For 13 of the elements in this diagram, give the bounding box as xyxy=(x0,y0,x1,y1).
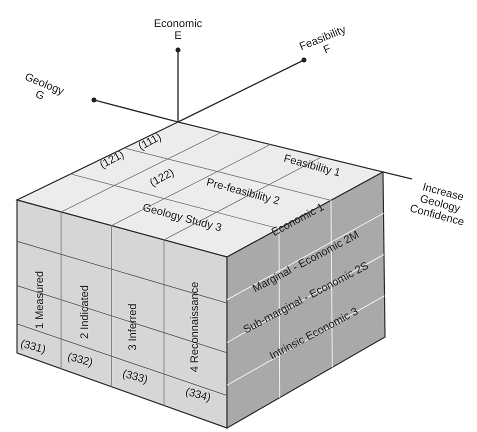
class-code: (111) xyxy=(136,131,164,153)
class-code: (332) xyxy=(66,350,94,370)
class-code: (331) xyxy=(19,338,47,356)
class-code: (122) xyxy=(148,166,176,190)
category-label: 2 Indicated xyxy=(79,285,91,339)
axis-label: Economic E xyxy=(152,18,204,42)
class-code: (121) xyxy=(98,148,126,172)
class-code: (333) xyxy=(121,368,149,386)
category-label: Geology Study 3 xyxy=(141,202,223,234)
class-code: (334) xyxy=(184,386,212,404)
category-label: 4 Reconnaissance xyxy=(189,282,201,372)
category-label: 1 Measured xyxy=(34,270,46,330)
category-label: 3 Inferred xyxy=(127,303,139,351)
